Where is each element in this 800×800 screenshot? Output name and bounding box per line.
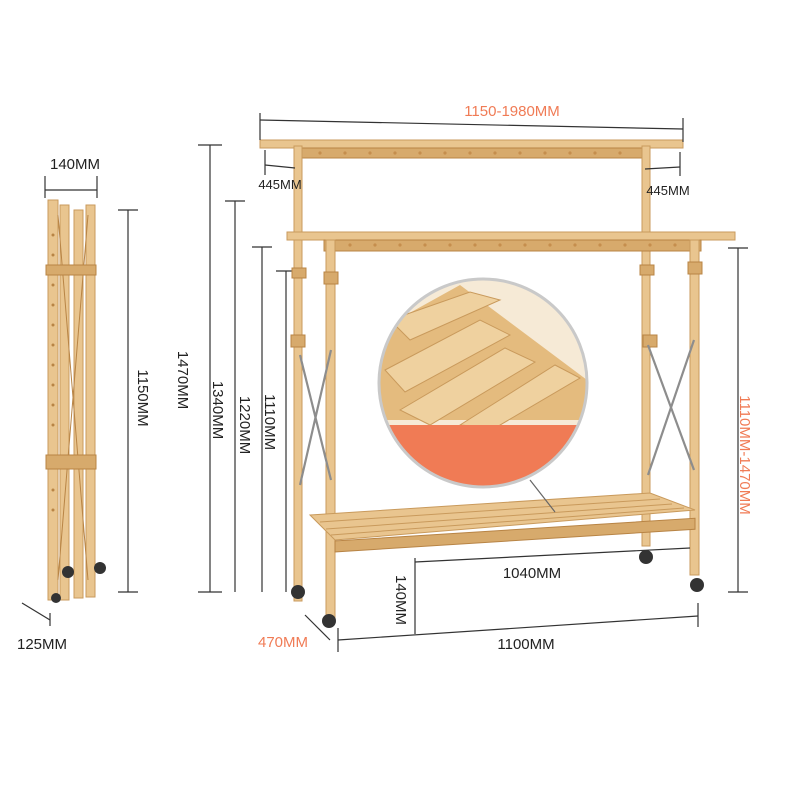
dim-shelf-length: 1040MM [414,547,691,582]
folded-wheel-1 [62,566,74,578]
folded-width-label: 140MM [50,156,100,173]
dim-depth: 470MM [258,614,331,651]
joint [290,334,306,348]
joint [642,334,658,348]
folded-post-4 [85,204,96,598]
dim-height-1340: 1340MM [209,200,245,592]
dim-folded-width: 140MM [44,156,100,198]
dim-rail-offset-right: 445MM [644,152,690,198]
detail-accent-band [379,425,587,487]
folded-post-1 [47,199,59,601]
folded-clamp [45,454,97,470]
wheel-front-left [322,614,336,628]
base-length-label: 1100MM [497,636,554,653]
folded-wheel-2 [94,562,106,574]
folded-clamp-top [45,264,97,276]
joint [291,267,307,279]
rear-post-left [293,145,303,602]
dim-folded-height: 1150MM [118,209,151,593]
main-rack [259,139,736,628]
brace-left-2 [298,349,333,486]
width-range-label: 1150-1980MM [464,103,560,120]
zoom-pointer [529,479,556,513]
detail-zoom [377,277,589,513]
depth-label: 470MM [258,634,308,651]
dim-height-1220: 1220MM [236,246,272,592]
dim-height-1110: 1110MM [261,270,296,592]
wheel-rear-right [639,550,653,564]
wheel-rear-left [291,585,305,599]
height-1220-label: 1220MM [236,396,253,454]
dim-folded-depth: 125MM [17,602,67,653]
rail-offset-right-label: 445MM [646,183,689,198]
dim-height-1470: 1470MM [174,144,222,593]
folded-diagonal-2 [57,214,89,581]
dim-rail-offset-left: 445MM [258,150,302,192]
joint [323,271,339,285]
brace-right-2 [646,339,696,476]
joint [639,264,655,276]
front-post-right [689,239,700,576]
shelf-length-label: 1040MM [503,565,561,582]
dim-base-length: 1100MM [337,603,699,653]
height-1340-label: 1340MM [209,381,226,439]
shelf-height-label: 140MM [392,575,409,625]
lower-rail [286,231,736,241]
folded-depth-label: 125MM [17,636,67,653]
folded-rack [45,199,106,603]
folded-post-2 [59,204,70,601]
joint [687,261,703,275]
top-rail [259,139,684,149]
dim-shelf-height: 140MM [392,558,416,634]
wheel-front-right [690,578,704,592]
dim-height-range: 1110MM-1470MM [728,247,753,593]
height-range-label: 1110MM-1470MM [736,395,753,515]
folded-wheel-3 [51,593,61,603]
shelf-front-edge [334,517,696,553]
dim-width-range: 1150-1980MM [259,103,684,142]
front-post-left [325,239,336,619]
height-1470-label: 1470MM [174,351,191,409]
lower-crossbar [323,239,702,252]
rail-offset-left-label: 445MM [258,177,301,192]
height-1110-label: 1110MM [261,394,278,450]
folded-height-label: 1150MM [134,369,151,426]
